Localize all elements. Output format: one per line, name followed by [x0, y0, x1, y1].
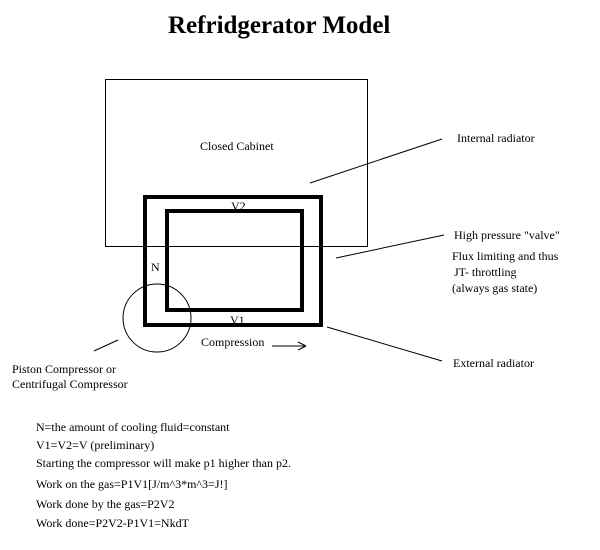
closed-cabinet-label: Closed Cabinet [200, 139, 274, 153]
gas-state-label: (always gas state) [452, 281, 538, 295]
compressor-label-line2: Centrifugal Compressor [12, 377, 128, 391]
internal-radiator-pointer [309, 138, 443, 184]
compression-arrow-icon [272, 341, 307, 351]
note-line: Work done=P2V2-P1V1=NkdT [36, 516, 189, 530]
compressor-label-line1: Piston Compressor or [12, 362, 117, 376]
compressor-circle [122, 283, 192, 353]
note-line: Starting the compressor will make p1 hig… [36, 456, 291, 470]
note-line: V1=V2=V (preliminary) [36, 438, 155, 452]
diagram-title: Refridgerator Model [168, 12, 391, 39]
external-radiator-pointer [326, 326, 443, 362]
high-pressure-valve-label: High pressure "valve" [454, 228, 560, 242]
inner-loop [165, 209, 304, 312]
note-line: N=the amount of cooling fluid=constant [36, 420, 230, 434]
outer-loop [143, 195, 323, 327]
compressor-pointer [93, 339, 119, 352]
compression-label: Compression [201, 335, 265, 349]
external-radiator-label: External radiator [453, 356, 534, 370]
jt-throttling-label: JT- throttling [454, 265, 517, 279]
valve-pointer [335, 234, 445, 259]
flux-limiting-label: Flux limiting and thus [452, 249, 559, 263]
note-line: Work on the gas=P1V1[J/m^3*m^3=J!] [36, 477, 228, 491]
internal-radiator-label: Internal radiator [457, 131, 535, 145]
v1-label: V1 [230, 313, 245, 327]
v2-label: V2 [231, 199, 246, 213]
n-label: N [151, 260, 160, 274]
note-line: Work done by the gas=P2V2 [36, 497, 175, 511]
